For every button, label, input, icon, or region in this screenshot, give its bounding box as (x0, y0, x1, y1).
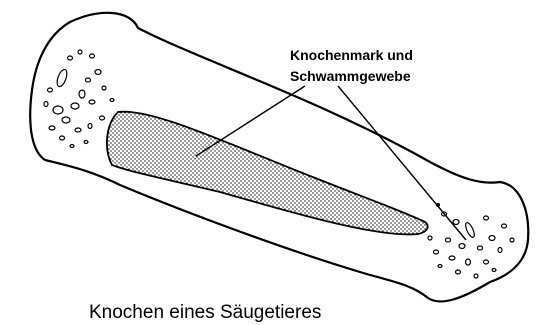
leader-end-dot (436, 203, 440, 207)
bone-outline (30, 13, 528, 302)
label-spongy-tissue: Schwammgewebe (290, 67, 411, 85)
label-bone-marrow: Knochenmark und (290, 46, 413, 64)
diagram-caption: Knochen eines Säugetieres (89, 301, 321, 325)
